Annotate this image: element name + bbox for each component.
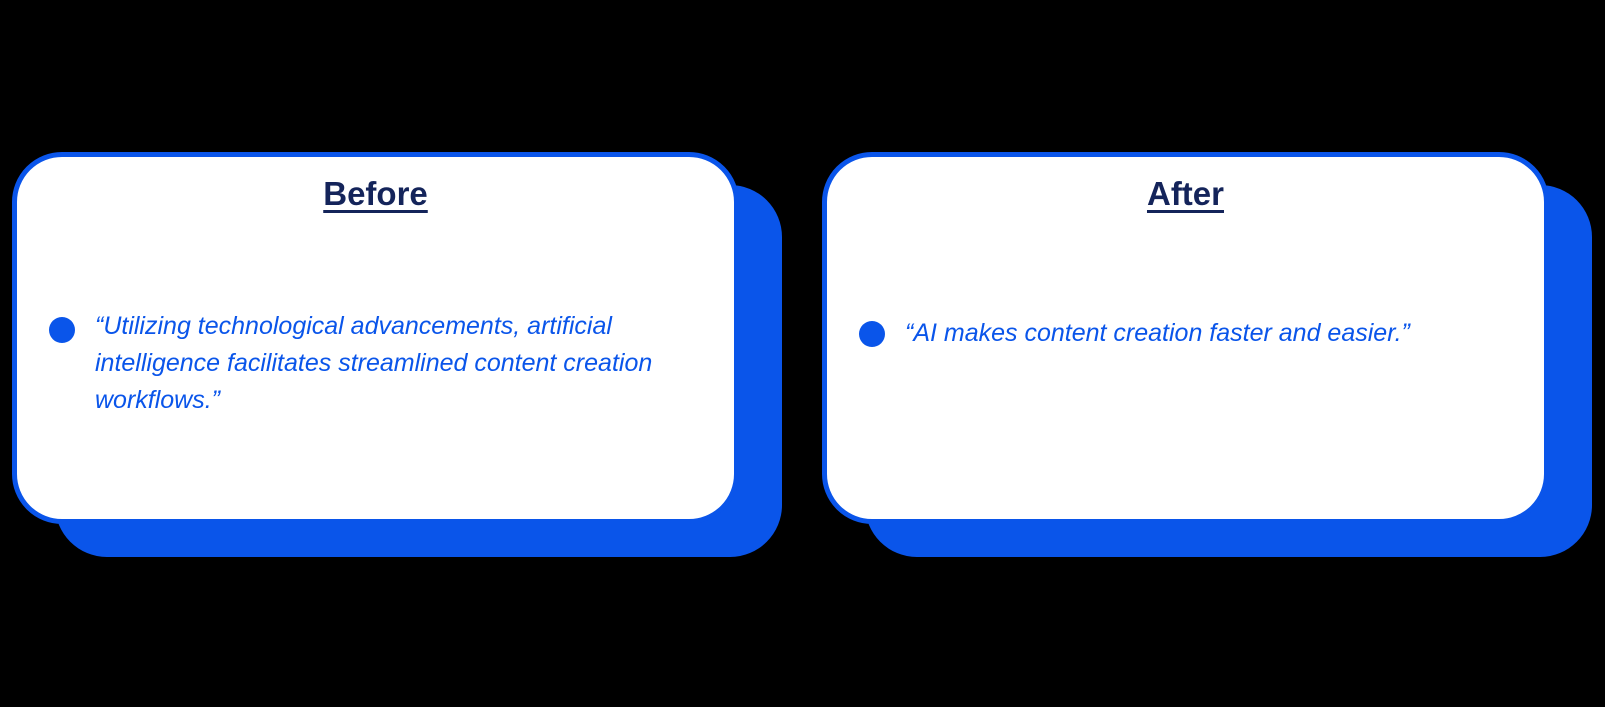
- after-bullet-text: “AI makes content creation faster and ea…: [905, 319, 1410, 347]
- before-bullet-text: “Utilizing technological advancements, a…: [95, 312, 653, 414]
- before-card: Before “Utilizing technological advancem…: [12, 152, 739, 524]
- after-card: After “AI makes content creation faster …: [822, 152, 1549, 524]
- bullet-dot-icon: [859, 321, 885, 347]
- after-bullet: “AI makes content creation faster and ea…: [859, 315, 1519, 352]
- after-title: After: [1146, 175, 1224, 212]
- before-bullet: “Utilizing technological advancements, a…: [49, 308, 689, 419]
- bullet-dot-icon: [49, 317, 75, 343]
- before-title: Before: [323, 175, 428, 212]
